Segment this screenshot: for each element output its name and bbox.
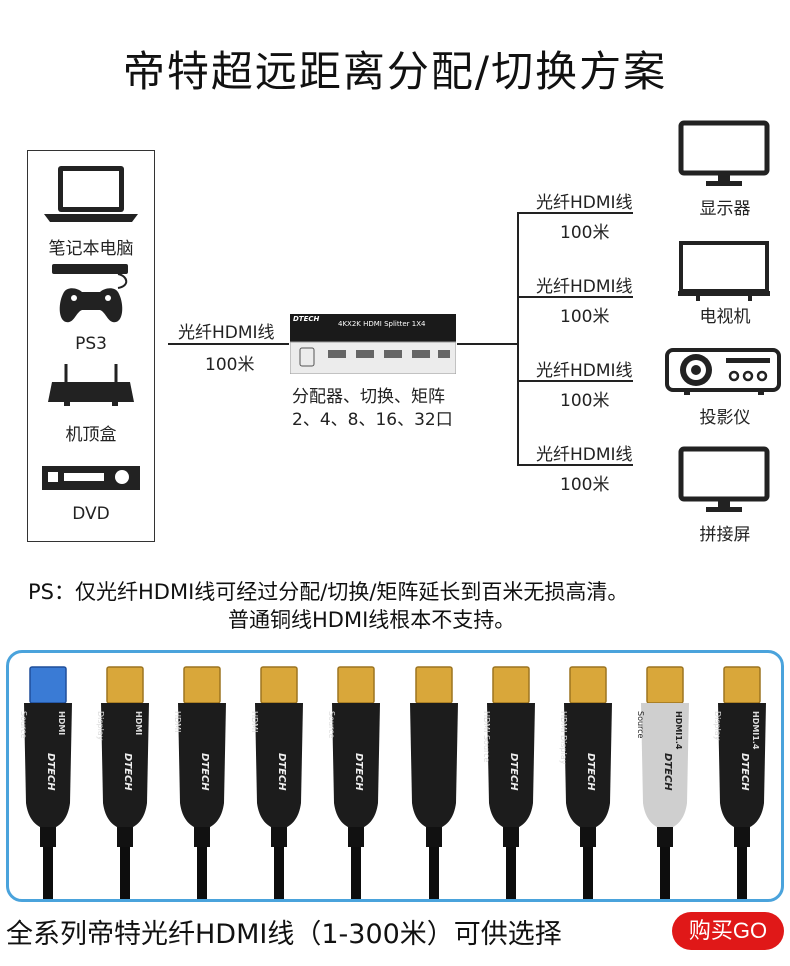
dvd-player-icon <box>42 466 140 490</box>
cable-connector-label: HDMI Display <box>559 711 568 765</box>
cable-connector-brand: DTECH <box>739 753 751 791</box>
buy-now-button[interactable]: 购买GO <box>672 912 784 950</box>
splitter-output-line <box>457 343 517 345</box>
input-cable-label: 光纤HDMI线 <box>178 323 275 343</box>
device-label-video-wall: 拼接屏 <box>699 525 751 545</box>
cable-connector-label: Source <box>327 711 337 739</box>
video-wall-icon <box>678 446 770 512</box>
output-cable-label-1: 光纤HDMI线 <box>536 193 633 213</box>
cable-connector-label-2: HDMI <box>133 711 143 736</box>
projector-icon <box>665 348 781 395</box>
cable-connector-label: Source <box>636 711 646 739</box>
cable-connector-label: HDMI <box>250 711 260 733</box>
cable-connector-graphic <box>23 666 72 899</box>
cable-connector-graphic <box>486 666 535 899</box>
splitter-brand: DTECH <box>293 315 320 323</box>
monitor-icon <box>678 120 770 186</box>
cable-connector-brand: DTECH <box>199 753 210 791</box>
device-label-tv: 电视机 <box>699 307 751 327</box>
source-label-set-top-box: 机顶盒 <box>65 425 117 445</box>
cable-connector-label: Source <box>18 711 28 739</box>
cable-connector-label-2: HDMI <box>56 711 66 736</box>
cable-connector-label-2: HDMI1.4 <box>751 711 761 750</box>
cable-connector <box>396 653 472 899</box>
output-trunk-line <box>517 212 519 464</box>
set-top-box-icon <box>48 364 134 406</box>
source-label-dvd: DVD <box>72 504 110 524</box>
laptop-icon <box>44 166 138 222</box>
tv-icon <box>678 241 770 301</box>
output-branch-1 <box>517 212 633 214</box>
cable-connector-brand: DTECH <box>507 753 519 791</box>
cable-connector: Display HDMI DTECH <box>87 653 163 899</box>
splitter-label-line1: 分配器、切换、矩阵 <box>292 387 445 407</box>
cable-connector-brand: DTECH <box>121 753 133 791</box>
cable-connector: Source HDMI DTECH <box>10 653 86 899</box>
cable-connector-brand: DTECH <box>353 753 365 791</box>
output-cable-length-2: 100米 <box>560 307 610 327</box>
cable-connector-label: Display <box>713 711 723 741</box>
cable-connector-graphic <box>255 666 304 899</box>
cable-connector-brand: DTECH <box>44 753 56 791</box>
splitter-label-line2: 2、4、8、16、32口 <box>292 410 453 430</box>
cable-connector-graphic <box>100 666 149 899</box>
output-branch-2 <box>517 296 633 298</box>
device-label-monitor: 显示器 <box>699 199 751 219</box>
cable-connector-graphic <box>332 666 381 899</box>
splitter-panel-text: 4KX2K HDMI Splitter 1X4 <box>338 320 426 328</box>
source-label-ps3: PS3 <box>75 334 107 354</box>
output-branch-4 <box>517 464 633 466</box>
cable-connector-graphic <box>409 666 458 899</box>
bottom-tagline: 全系列帝特光纤HDMI线（1-300米）可供选择 <box>6 919 562 950</box>
source-devices-panel <box>27 150 155 542</box>
cable-connector-brand: DTECH <box>662 753 674 791</box>
output-cable-label-4: 光纤HDMI线 <box>536 445 633 465</box>
cable-connector-brand: DTECH <box>585 753 596 791</box>
cable-connector-graphic <box>641 666 690 899</box>
cable-connector-label-2: HDMI1.4 <box>674 711 684 750</box>
gamepad-icon <box>52 264 128 323</box>
cable-connector-label: HDMI Source <box>481 711 491 763</box>
page-title: 帝特超远距离分配/切换方案 <box>122 47 668 96</box>
cable-connector-graphic <box>564 666 612 899</box>
cable-connector: HDMI DTECH <box>164 653 240 899</box>
source-label-laptop: 笔记本电脑 <box>48 239 134 259</box>
output-cable-length-3: 100米 <box>560 391 610 411</box>
cable-connector-graphic <box>178 666 226 899</box>
output-branch-3 <box>517 380 633 382</box>
ps-note-line2: 普通铜线HDMI线根本不支持。 <box>228 608 516 632</box>
output-cable-label-2: 光纤HDMI线 <box>536 277 633 297</box>
input-cable-length: 100米 <box>205 355 255 375</box>
cable-connector-label: HDMI <box>173 711 182 733</box>
device-label-projector: 投影仪 <box>699 408 751 428</box>
cable-connector-label: Display <box>95 711 105 741</box>
cable-connector-graphic <box>718 666 767 899</box>
cable-row: Source HDMI DTECH Display HDMI DTECH HDMI DTECH… <box>9 653 781 899</box>
output-cable-length-4: 100米 <box>560 475 610 495</box>
output-cable-length-1: 100米 <box>560 223 610 243</box>
cable-connector: HDMI DTECH <box>241 653 317 899</box>
input-cable-line <box>168 343 289 345</box>
splitter-device <box>290 314 456 374</box>
cable-showcase-panel: Source HDMI DTECH Display HDMI DTECH HDMI DTECH… <box>6 650 784 902</box>
cable-connector-brand: DTECH <box>276 753 288 791</box>
output-cable-label-3: 光纤HDMI线 <box>536 361 633 381</box>
ps-note-line1: PS：仅光纤HDMI线可经过分配/切换/矩阵延长到百米无损高清。 <box>28 580 629 604</box>
